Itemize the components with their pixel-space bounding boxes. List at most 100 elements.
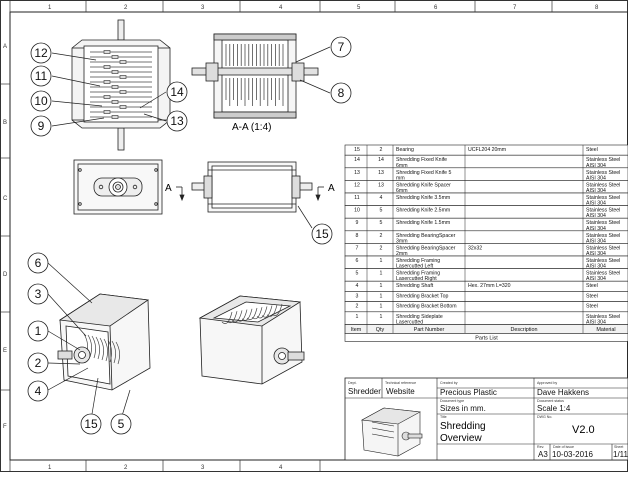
section-label: A-A (1:4) <box>232 122 271 133</box>
blade-curve <box>226 311 238 324</box>
bom-item: 11 <box>354 195 359 201</box>
balloon-7: 7 <box>330 36 352 58</box>
bom-material: Stainless Steel <box>586 208 620 214</box>
bom-part-number: 3mm <box>396 238 408 244</box>
section-view <box>191 33 319 119</box>
bom-material: AISI 304 <box>586 226 606 232</box>
title-block: Dept. Shredder Technical reference Websi… <box>344 377 628 461</box>
bom-item: 7 <box>356 245 359 251</box>
bom-header-material: Material <box>596 327 615 333</box>
knife-tooth <box>119 90 127 94</box>
knife-tooth <box>111 55 119 59</box>
balloon-9: 9 <box>30 115 52 137</box>
bom-qty: 1 <box>380 314 383 320</box>
balloon-15-lower-label: 15 <box>84 417 98 431</box>
balloon-11-label: 11 <box>35 69 48 83</box>
section-marker-right <box>315 186 324 202</box>
section-letter-left: A <box>165 183 172 194</box>
zone-left-f: F <box>3 424 7 430</box>
bom-part-number: 2mm <box>396 251 408 257</box>
bom-qty: 14 <box>378 157 384 163</box>
dept-value: Shredder <box>348 387 381 396</box>
isometric-view-right <box>198 295 305 385</box>
balloon-15-upper: 15 <box>311 223 333 245</box>
zone-left-a: A <box>3 44 7 50</box>
bom-part-number: Shredding Bracket Top <box>396 293 449 299</box>
bom-qty: 1 <box>380 258 383 264</box>
bom-header-item: Item <box>351 327 362 333</box>
blade-curve <box>271 303 283 316</box>
techref-label: Technical reference <box>385 381 416 385</box>
bom-part-number: Shredding Knife Spacer <box>396 182 451 188</box>
bom-qty: 1 <box>380 293 383 299</box>
blade-curve <box>256 306 268 319</box>
bom-item: 3 <box>356 293 359 299</box>
isometric-view-left <box>57 293 151 391</box>
bom-header-description: Description <box>511 327 538 333</box>
bom-qty: 1 <box>380 271 383 277</box>
bom-material: Stainless Steel <box>586 233 620 239</box>
bom-item: 13 <box>354 170 360 176</box>
bom-material: Steel <box>586 283 598 289</box>
bom-item: 8 <box>356 233 359 239</box>
bom-material: Stainless Steel <box>586 314 620 320</box>
knife-tooth <box>111 100 119 104</box>
balloon-15-lower: 15 <box>80 413 102 435</box>
section-marker-left <box>176 186 185 202</box>
bom-material: AISI 304 <box>586 251 606 257</box>
bom-description: Hex. 27mm L=320 <box>468 283 511 289</box>
balloon-2: 2 <box>27 352 49 374</box>
bom-description: UCFL204 20mm <box>468 147 506 153</box>
title-label: Title <box>440 415 447 419</box>
bom-material: Stainless Steel <box>586 271 620 277</box>
bom-part-number: Lasercutted Left <box>396 264 434 270</box>
bom-item: 14 <box>354 157 360 163</box>
bom-caption-frame <box>344 333 628 342</box>
bom-part-number: 6mm <box>396 188 408 194</box>
bom-material: Stainless Steel <box>586 220 620 226</box>
zone-left-d: D <box>3 272 8 278</box>
bom-material: Stainless Steel <box>586 157 620 163</box>
balloon-6: 6 <box>27 252 49 274</box>
blade-curve <box>111 340 116 364</box>
balloon-1-label: 1 <box>35 324 42 338</box>
approved-label: Approved by <box>537 381 557 385</box>
knife-tooth <box>103 95 111 99</box>
bom-part-number: Shredding Shaft <box>396 283 434 289</box>
balloon-12: 12 <box>30 42 52 64</box>
knife-tooth <box>111 115 119 119</box>
balloon-14: 14 <box>166 81 188 103</box>
zone-top-7: 7 <box>513 5 517 11</box>
blade-curve <box>251 307 263 320</box>
knife-tooth <box>103 50 111 54</box>
knife-tooth <box>111 70 119 74</box>
bom-qty: 1 <box>380 283 383 289</box>
balloon-3-label: 3 <box>35 287 42 301</box>
bom-caption: Parts List <box>344 333 628 342</box>
bom-header-qty: Qty <box>376 327 385 333</box>
bom-material: Steel <box>586 304 598 310</box>
zone-top-4: 4 <box>279 5 283 11</box>
zone-top-5: 5 <box>357 5 361 11</box>
approved-value: Dave Hakkens <box>537 388 589 397</box>
blade-curve <box>266 304 278 317</box>
bom-material: Stainless Steel <box>586 245 620 251</box>
bom-item: 2 <box>356 304 359 310</box>
bom-item: 10 <box>354 208 360 214</box>
bom-qty: 13 <box>378 182 384 188</box>
bom-material: AISI 304 <box>586 201 606 207</box>
bom-part-number: Shredding BearingSpacer <box>396 233 456 239</box>
zone-top-2: 2 <box>124 5 128 11</box>
balloon-14-label: 14 <box>170 85 184 99</box>
balloon-13-label: 13 <box>170 114 184 128</box>
title-line-1: Shredding <box>440 421 486 432</box>
